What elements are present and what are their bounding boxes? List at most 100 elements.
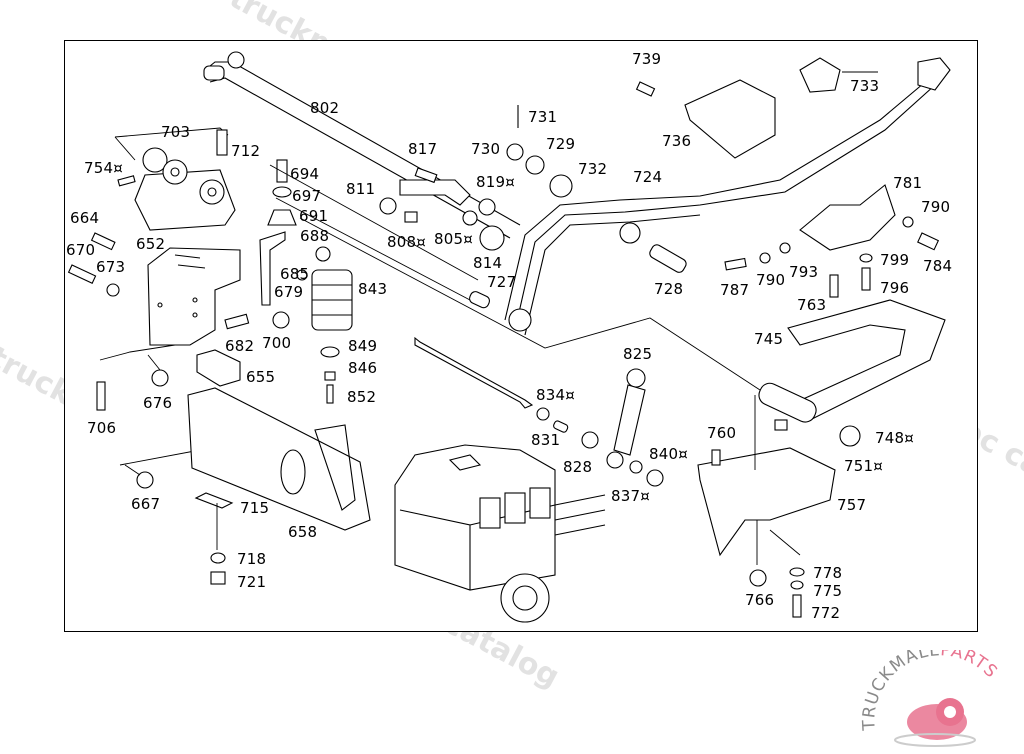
- washer-790: [902, 216, 914, 228]
- part-label-817[interactable]: 817: [408, 140, 438, 158]
- part-label-757[interactable]: 757: [837, 496, 867, 514]
- part-label-760[interactable]: 760: [707, 424, 737, 442]
- part-label-840[interactable]: 840¤: [649, 445, 688, 463]
- part-label-849[interactable]: 849: [348, 337, 378, 355]
- part-label-819[interactable]: 819¤: [476, 173, 515, 191]
- part-label-733[interactable]: 733: [850, 77, 880, 95]
- nut-676: [151, 369, 169, 387]
- part-label-658[interactable]: 658: [288, 523, 318, 541]
- part-label-688[interactable]: 688: [300, 227, 330, 245]
- part-label-655[interactable]: 655: [246, 368, 276, 386]
- part-label-784[interactable]: 784: [923, 257, 953, 275]
- nut-730: [506, 143, 524, 161]
- nut-700: [272, 311, 290, 329]
- part-label-728[interactable]: 728: [654, 280, 684, 298]
- part-label-652[interactable]: 652: [136, 235, 166, 253]
- logo-text-parts: PARTS: [940, 650, 1002, 683]
- part-label-697[interactable]: 697: [292, 187, 322, 205]
- part-label-673[interactable]: 673: [96, 258, 126, 276]
- bracket-688: [259, 231, 286, 306]
- part-label-691[interactable]: 691: [299, 207, 329, 225]
- clamp-655: [196, 349, 241, 387]
- part-label-670[interactable]: 670: [66, 241, 96, 259]
- part-label-676[interactable]: 676: [143, 394, 173, 412]
- nut-667: [136, 471, 154, 489]
- part-label-694[interactable]: 694: [290, 165, 320, 183]
- part-label-700[interactable]: 700: [262, 334, 292, 352]
- part-label-754[interactable]: 754¤: [84, 159, 123, 177]
- bracket-652: [147, 247, 241, 346]
- washer-799: [859, 253, 873, 263]
- bolt-796: [861, 267, 871, 291]
- bolt-664: [90, 232, 116, 251]
- bolt-852: [326, 384, 334, 404]
- part-label-808[interactable]: 808¤: [387, 233, 426, 251]
- part-label-805[interactable]: 805¤: [434, 230, 473, 248]
- bracket-757: [697, 447, 836, 557]
- part-label-799[interactable]: 799: [880, 251, 910, 269]
- washer-834: [536, 407, 550, 421]
- part-label-731[interactable]: 731: [528, 108, 558, 126]
- washer-805: [462, 210, 478, 226]
- part-label-831[interactable]: 831: [531, 431, 561, 449]
- part-label-748[interactable]: 748¤: [875, 429, 914, 447]
- part-label-732[interactable]: 732: [578, 160, 608, 178]
- part-label-715[interactable]: 715: [240, 499, 270, 517]
- gear-icon: [894, 698, 976, 747]
- part-label-811[interactable]: 811: [346, 180, 376, 198]
- part-label-727[interactable]: 727: [487, 273, 517, 291]
- washer-729: [525, 155, 545, 175]
- leaf-spring-724: [504, 57, 951, 336]
- part-label-828[interactable]: 828: [563, 458, 593, 476]
- part-label-763[interactable]: 763: [797, 296, 827, 314]
- part-label-679[interactable]: 679: [274, 283, 304, 301]
- part-label-667[interactable]: 667: [131, 495, 161, 513]
- part-label-685[interactable]: 685: [280, 265, 310, 283]
- part-label-825[interactable]: 825: [623, 345, 653, 363]
- part-label-843[interactable]: 843: [358, 280, 388, 298]
- part-label-837[interactable]: 837¤: [611, 487, 650, 505]
- part-label-834[interactable]: 834¤: [536, 386, 575, 404]
- part-label-682[interactable]: 682: [225, 337, 255, 355]
- part-label-790[interactable]: 790: [921, 198, 951, 216]
- bolt-772: [792, 594, 802, 618]
- part-label-724[interactable]: 724: [633, 168, 663, 186]
- washer-793: [779, 242, 791, 254]
- rod: [414, 336, 534, 409]
- nut-766: [749, 569, 767, 587]
- part-label-775[interactable]: 775: [813, 582, 843, 600]
- part-label-712[interactable]: 712: [231, 142, 261, 160]
- part-label-802[interactable]: 802: [310, 99, 340, 117]
- part-label-739[interactable]: 739: [632, 50, 662, 68]
- nut-819: [478, 198, 496, 216]
- part-label-664[interactable]: 664: [70, 209, 100, 227]
- part-label-778[interactable]: 778: [813, 564, 843, 582]
- part-label-729[interactable]: 729: [546, 135, 576, 153]
- bolt-694: [276, 159, 288, 183]
- part-label-718[interactable]: 718: [237, 550, 267, 568]
- part-label-736[interactable]: 736: [662, 132, 692, 150]
- bolt-712: [216, 129, 228, 156]
- part-label-793[interactable]: 793: [789, 263, 819, 281]
- part-label-852[interactable]: 852: [347, 388, 377, 406]
- part-label-745[interactable]: 745: [754, 330, 784, 348]
- washer-790: [759, 252, 771, 264]
- part-label-814[interactable]: 814: [473, 254, 503, 272]
- part-label-787[interactable]: 787: [720, 281, 750, 299]
- part-label-766[interactable]: 766: [745, 591, 775, 609]
- bracket-703: [114, 127, 236, 231]
- part-label-781[interactable]: 781: [893, 174, 923, 192]
- part-label-796[interactable]: 796: [880, 279, 910, 297]
- frame-rail-658: [187, 387, 371, 531]
- part-label-730[interactable]: 730: [471, 140, 501, 158]
- part-label-751[interactable]: 751¤: [844, 457, 883, 475]
- part-label-703[interactable]: 703: [161, 123, 191, 141]
- part-label-790b[interactable]: 790: [756, 271, 786, 289]
- washer-840: [629, 460, 643, 474]
- pin-assembly-748: [758, 382, 861, 447]
- part-label-772[interactable]: 772: [811, 604, 841, 622]
- part-label-706[interactable]: 706: [87, 419, 117, 437]
- spring-bracket-736: [684, 79, 776, 159]
- part-label-721[interactable]: 721: [237, 573, 267, 591]
- part-label-846[interactable]: 846: [348, 359, 378, 377]
